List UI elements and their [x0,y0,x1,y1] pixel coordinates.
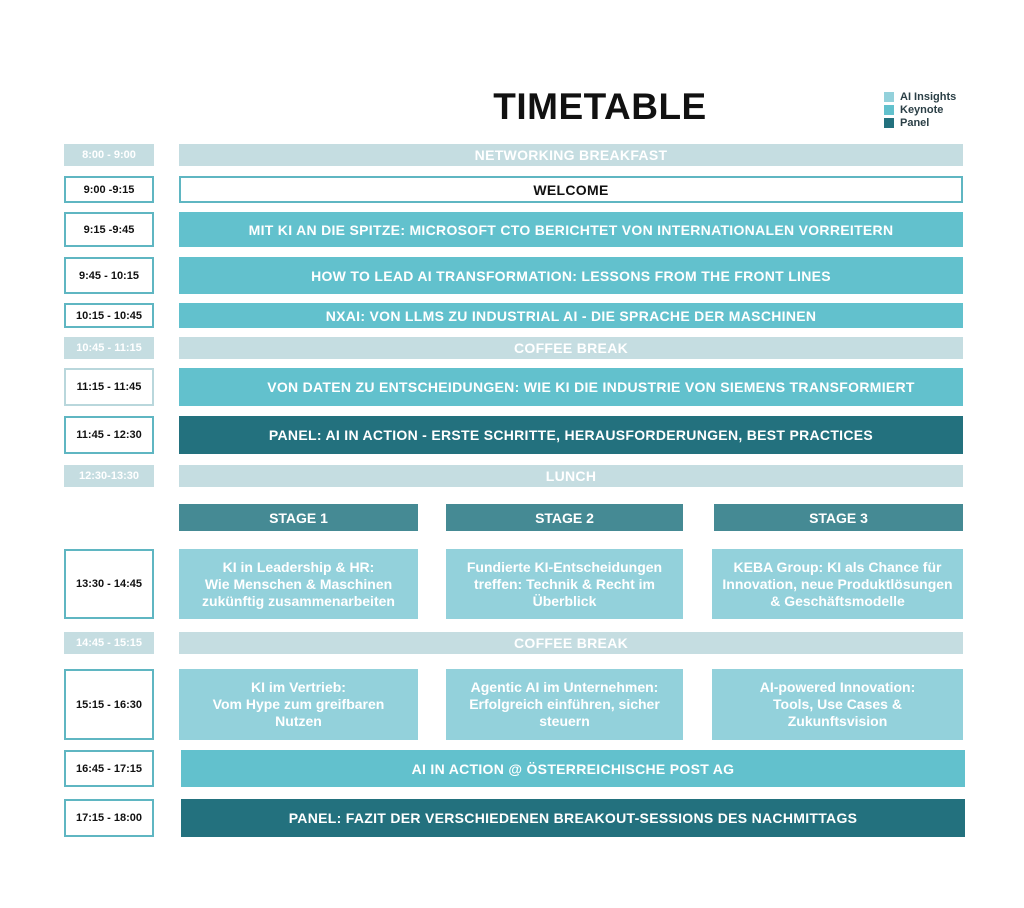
session-networking-breakfast: NETWORKING BREAKFAST [179,144,963,166]
session-stage-2: Fundierte KI-Entscheidungen treffen: Tec… [446,549,683,619]
stage-2-header: STAGE 2 [446,504,683,531]
session-coffee-break: COFFEE BREAK [179,632,963,654]
session-stage-2: Agentic AI im Unternehmen: Erfolgreich e… [446,669,683,740]
session-keynote: VON DATEN ZU ENTSCHEIDUNGEN: WIE KI DIE … [179,368,963,406]
session-keynote: MIT KI AN DIE SPITZE: MICROSOFT CTO BERI… [179,212,963,247]
session-stage-1: KI im Vertrieb: Vom Hype zum greifbaren … [179,669,418,740]
time-slot: 13:30 - 14:45 [64,549,154,619]
time-slot: 9:15 -9:45 [64,212,154,247]
time-slot: 10:45 - 11:15 [64,337,154,359]
time-slot: 16:45 - 17:15 [64,750,154,787]
legend-swatch-panel [884,117,894,128]
legend-label: Panel [900,116,930,129]
time-slot: 14:45 - 15:15 [64,632,154,654]
legend-swatch-keynote [884,104,894,115]
session-welcome: WELCOME [179,176,963,203]
legend-label: AI Insights [900,90,957,103]
time-slot: 11:15 - 11:45 [64,368,154,406]
time-slot: 11:45 - 12:30 [64,416,154,454]
session-keynote: NXAI: VON LLMS ZU INDUSTRIAL AI - DIE SP… [179,303,963,328]
session-stage-1: KI in Leadership & HR: Wie Menschen & Ma… [179,549,418,619]
time-slot: 8:00 - 9:00 [64,144,154,166]
session-lunch: LUNCH [179,465,963,487]
time-slot: 15:15 - 16:30 [64,669,154,740]
page-title: TIMETABLE [493,86,707,127]
legend-label: Keynote [900,103,944,116]
stage-3-header: STAGE 3 [714,504,963,531]
legend-swatch-ai-insights [884,91,894,102]
legend: AI Insights Keynote Panel [884,90,956,129]
session-stage-3: AI-powered Innovation: Tools, Use Cases … [712,669,963,740]
legend-item-keynote: Keynote [884,103,956,116]
time-slot: 17:15 - 18:00 [64,799,154,837]
stage-1-header: STAGE 1 [179,504,418,531]
legend-item-panel: Panel [884,116,956,129]
session-keynote: AI IN ACTION @ ÖSTERREICHISCHE POST AG [181,750,965,787]
session-coffee-break: COFFEE BREAK [179,337,963,359]
session-keynote: HOW TO LEAD AI TRANSFORMATION: LESSONS F… [179,257,963,294]
session-stage-3: KEBA Group: KI als Chance für Innovation… [712,549,963,619]
session-panel: PANEL: FAZIT DER VERSCHIEDENEN BREAKOUT-… [181,799,965,837]
session-panel: PANEL: AI IN ACTION - ERSTE SCHRITTE, HE… [179,416,963,454]
time-slot: 9:45 - 10:15 [64,257,154,294]
time-slot: 10:15 - 10:45 [64,303,154,328]
time-slot: 12:30-13:30 [64,465,154,487]
time-slot: 9:00 -9:15 [64,176,154,203]
legend-item-ai-insights: AI Insights [884,90,956,103]
